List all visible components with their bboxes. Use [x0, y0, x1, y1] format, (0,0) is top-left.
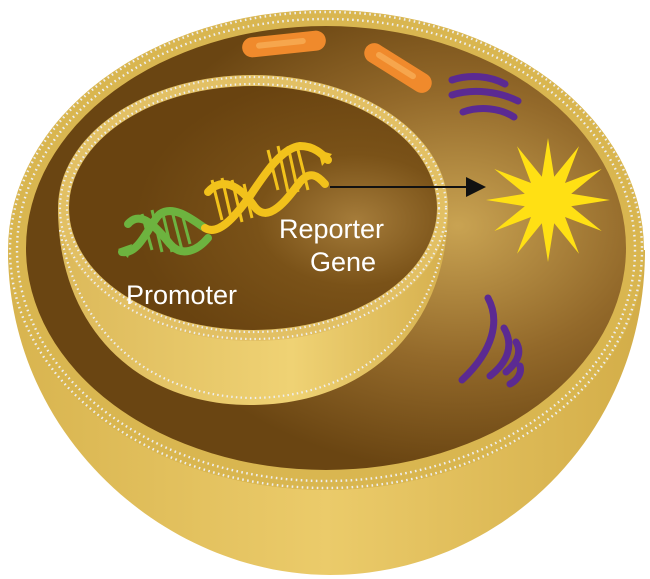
promoter-label: Promoter: [126, 280, 237, 310]
mitochondrion-1: [242, 30, 326, 58]
reporter-label-line1: Reporter: [279, 214, 384, 244]
mitochondrion-2: [364, 43, 432, 93]
cell-membrane: [8, 10, 644, 490]
promoter-dna: [118, 207, 212, 258]
reporter-gene-dna: [201, 141, 332, 234]
star-burst-icon: [486, 138, 610, 262]
reporter-label-line2: Gene: [310, 247, 376, 277]
golgi-apparatus-top: [448, 73, 522, 121]
golgi-apparatus-bottom: [458, 294, 524, 388]
